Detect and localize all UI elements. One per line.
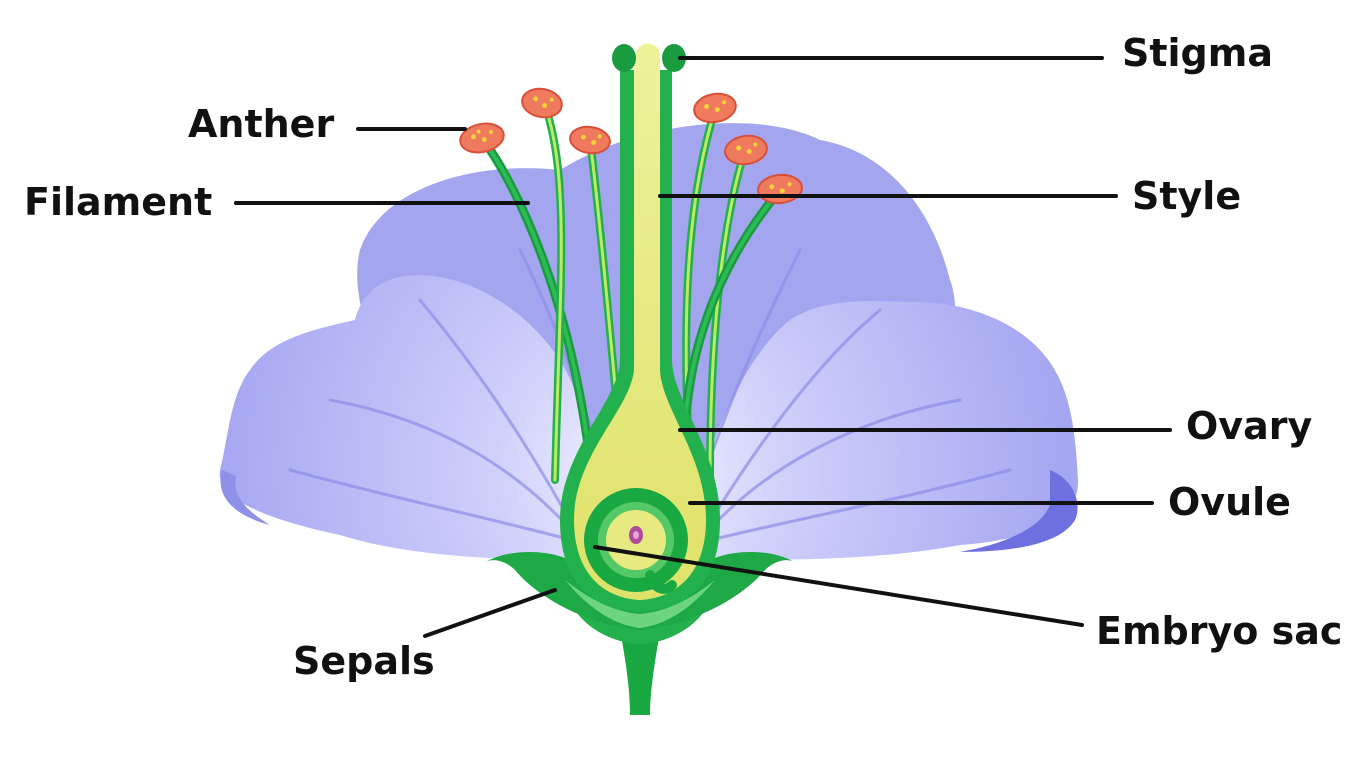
stigma-right-lobe — [662, 44, 686, 72]
anther-label: Anther — [188, 102, 335, 146]
embryo-sac-label: Embryo sac — [1096, 609, 1343, 653]
anthers — [459, 87, 803, 205]
sepals-label: Sepals — [293, 639, 435, 683]
sepals-leader — [423, 588, 557, 638]
style-label: Style — [1132, 174, 1242, 218]
embryo-nucleus-core — [633, 531, 639, 539]
filament-label: Filament — [24, 180, 213, 224]
stigma-top — [636, 43, 660, 70]
embryo-sac-leader — [593, 545, 1084, 627]
left-petal-edge — [220, 470, 270, 525]
stigma-left-lobe — [612, 44, 636, 72]
ovule-label: Ovule — [1168, 480, 1291, 524]
ovary-inner — [574, 60, 706, 600]
pistil — [560, 43, 720, 612]
petals — [219, 123, 1079, 561]
stalk — [618, 620, 662, 715]
anther-4 — [693, 92, 737, 124]
anther-2 — [521, 87, 563, 119]
leader-lines — [234, 56, 1172, 638]
anther-5 — [724, 134, 768, 166]
anther-3 — [569, 125, 611, 155]
anther-1 — [459, 122, 505, 154]
funicle — [645, 570, 677, 594]
right-petal-edge — [960, 470, 1078, 552]
ovary-label: Ovary — [1186, 404, 1313, 448]
sepal-highlight — [565, 580, 715, 628]
stigma-label: Stigma — [1122, 31, 1273, 75]
left-petal — [219, 275, 600, 560]
